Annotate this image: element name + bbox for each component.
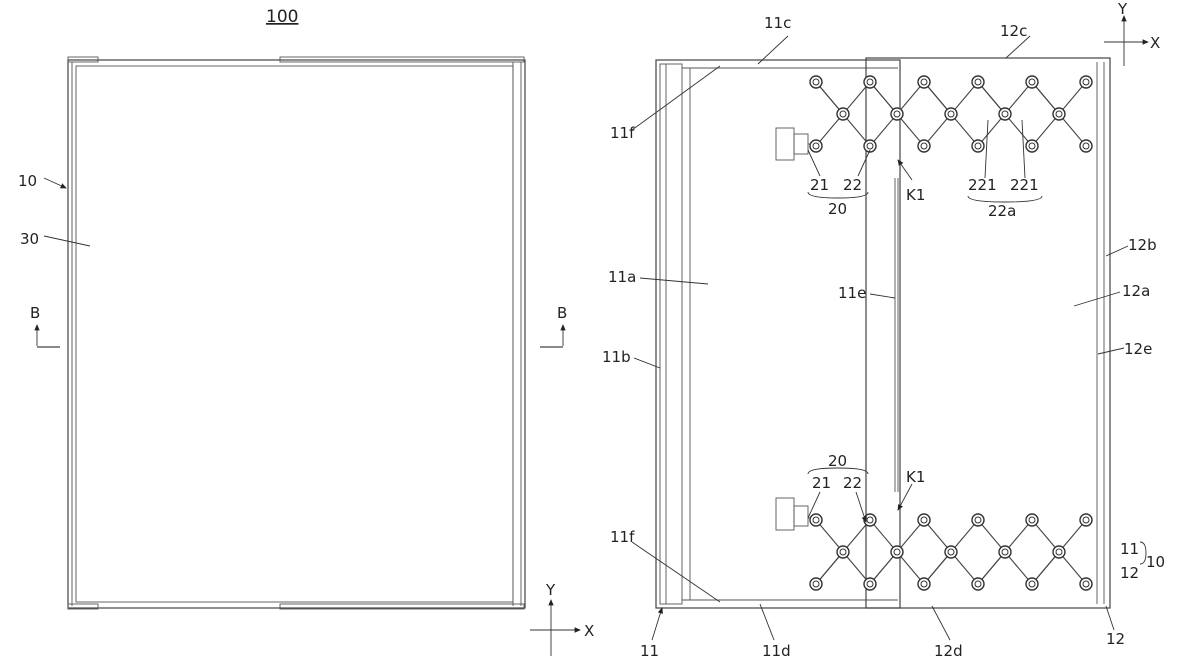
scissor-top-link (923, 81, 952, 115)
scissor-bottom-link (869, 551, 898, 585)
scissor-top-pin-core (920, 78, 928, 86)
label-10-group: 10 (1146, 553, 1165, 571)
scissor-bottom-pin-core (920, 580, 928, 588)
label-22-bottom: 22 (843, 474, 862, 492)
label-20-top: 20 (828, 200, 847, 218)
label-12a: 12a (1122, 282, 1150, 300)
label-11-group: 11 (1120, 540, 1139, 558)
left-display-panel (75, 65, 514, 603)
scissor-top-pin-core (947, 110, 955, 118)
label-30: 30 (20, 230, 39, 248)
label-20-bottom: 20 (828, 452, 847, 470)
scissor-bottom-pin-core (866, 516, 874, 524)
scissor-bottom-pin-core (1028, 580, 1036, 588)
scissor-bottom-pin-core (1028, 516, 1036, 524)
label-K1-top: K1 (906, 186, 925, 204)
scissor-bottom-pin-core (1001, 548, 1009, 556)
label-12: 12 (1106, 630, 1125, 648)
label-10: 10 (18, 172, 37, 190)
scissor-mechanism-top (809, 75, 1093, 153)
scissor-bottom-pin-core (1055, 548, 1063, 556)
scissor-top-link (1031, 81, 1060, 115)
label-22-top: 22 (843, 176, 862, 194)
scissor-top-link (977, 81, 1006, 115)
scissor-top-link (869, 81, 898, 115)
scissor-bottom-pin-core (893, 548, 901, 556)
right-view: 11c 12c 11f 11f 21 22 20 K1 221 221 22a … (602, 0, 1165, 660)
left-axis-y: Y (545, 581, 556, 599)
scissor-bottom-pin-core (920, 516, 928, 524)
scissor-top-pin-core (812, 142, 820, 150)
scissor-bottom-pin-core (974, 580, 982, 588)
label-11e: 11e (838, 284, 866, 302)
right-axis-y: Y (1117, 0, 1128, 18)
label-21-top: 21 (810, 176, 829, 194)
left-view: 10 30 B B Y X (18, 56, 594, 656)
scissor-top-pin-core (974, 78, 982, 86)
label-11f-top: 11f (610, 124, 635, 142)
label-11: 11 (640, 642, 659, 660)
scissor-top-pin-core (1055, 110, 1063, 118)
label-12d: 12d (934, 642, 963, 660)
scissor-bottom-pin-core (866, 580, 874, 588)
housing-11 (655, 59, 901, 609)
scissor-bottom-pin-core (947, 548, 955, 556)
scissor-top-pin-core (1001, 110, 1009, 118)
scissor-top-pin-core (1082, 78, 1090, 86)
scissor-top-pin-core (974, 142, 982, 150)
motor-top (775, 127, 795, 161)
scissor-bottom-pin-core (812, 580, 820, 588)
motor-bottom (775, 497, 795, 531)
housing-12 (865, 57, 1111, 609)
scissor-top-pin-core (866, 78, 874, 86)
label-12e: 12e (1124, 340, 1152, 358)
label-K1-bottom: K1 (906, 468, 925, 486)
scissor-top-pin-core (866, 142, 874, 150)
right-axis-x: X (1150, 34, 1160, 52)
label-221-a: 221 (968, 176, 997, 194)
scissor-top-pin-core (893, 110, 901, 118)
scissor-bottom-pin-core (974, 516, 982, 524)
label-12-group: 12 (1120, 564, 1139, 582)
scissor-bottom-pin-core (812, 516, 820, 524)
scissor-top-link (815, 81, 844, 115)
left-frame-outline (67, 59, 526, 609)
label-11d: 11d (762, 642, 791, 660)
scissor-bottom-link (923, 551, 952, 585)
scissor-top-pin-core (920, 142, 928, 150)
scissor-bottom-pin-core (839, 548, 847, 556)
label-221-b: 221 (1010, 176, 1039, 194)
section-mark-left: B (30, 304, 40, 322)
label-22a: 22a (988, 202, 1016, 220)
label-21-bottom: 21 (812, 474, 831, 492)
label-11a: 11a (608, 268, 636, 286)
label-11b: 11b (602, 348, 631, 366)
scissor-top-pin-core (1028, 78, 1036, 86)
scissor-bottom-link (815, 551, 844, 585)
label-12c: 12c (1000, 22, 1027, 40)
scissor-top-pin-core (1082, 142, 1090, 150)
left-axis-x: X (584, 622, 594, 640)
scissor-top-pin-core (812, 78, 820, 86)
scissor-bottom-link (977, 551, 1006, 585)
scissor-bottom-pin-core (1082, 580, 1090, 588)
scissor-bottom-pin-core (1082, 516, 1090, 524)
scissor-mechanism-bottom (809, 513, 1093, 591)
scissor-bottom-link (1031, 551, 1060, 585)
figure-title: 100 (266, 7, 298, 27)
scissor-top-pin-core (1028, 142, 1036, 150)
label-11f-bottom: 11f (610, 528, 635, 546)
section-mark-right: B (557, 304, 567, 322)
label-12b: 12b (1128, 236, 1157, 254)
label-11c: 11c (764, 14, 791, 32)
scissor-top-pin-core (839, 110, 847, 118)
